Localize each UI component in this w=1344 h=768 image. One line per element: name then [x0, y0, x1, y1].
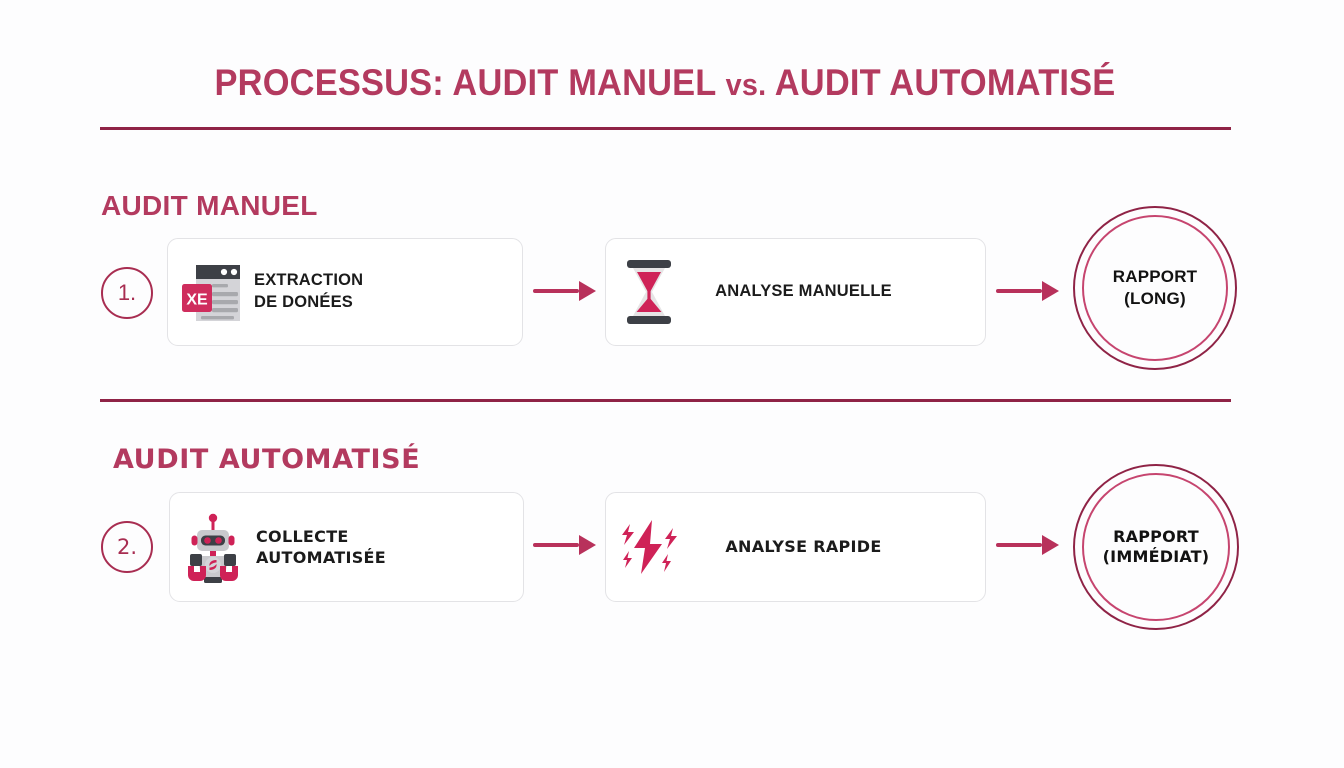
result-badge-rapport-long[interactable]: RAPPORT (LONG)	[1073, 206, 1237, 370]
step-card-extraction-label: EXTRACTION DE DONÉES	[254, 270, 363, 314]
arrow-right-icon-1	[533, 281, 596, 301]
step-label-line-1: COLLECTE	[256, 526, 349, 546]
step-number-badge-1: 1.	[101, 267, 153, 319]
arrow-right-icon-2	[996, 281, 1059, 301]
section-heading-automatise: AUDIT AUTOMATISÉ	[113, 444, 421, 475]
section-divider-rule	[100, 399, 1231, 402]
page-title-part-1: PROCESSUS: AUDIT MANUEL	[214, 62, 716, 103]
arrow-shaft	[533, 289, 579, 293]
process-row-manual: 1. XE EXTRACTION DE DONÉES	[0, 206, 1344, 370]
page-title-text: PROCESSUS: AUDIT MANUEL vs. AUDIT AUTOMA…	[140, 62, 1191, 105]
arrow-right-icon-3	[533, 535, 596, 555]
step-label-line-1: EXTRACTION	[254, 271, 364, 290]
step-card-analyse-manuelle[interactable]: ANALYSE MANUELLE	[605, 238, 986, 346]
hourglass-icon	[606, 239, 692, 345]
result-line-1: RAPPORT	[1113, 526, 1199, 546]
step-card-extraction[interactable]: XE EXTRACTION DE DONÉES	[167, 238, 523, 346]
step-card-analyse-rapide[interactable]: ANALYSE RAPIDE	[605, 492, 986, 602]
arrow-shaft	[533, 543, 579, 547]
process-row-automatise: 2.	[0, 464, 1344, 630]
page-title-part-2: AUDIT AUTOMATISÉ	[774, 62, 1116, 103]
page-title-vs: vs.	[725, 67, 767, 102]
result-line-2: (IMMÉDIAT)	[1102, 547, 1210, 566]
result-line-2: (LONG)	[1124, 289, 1186, 308]
result-badge-text: RAPPORT (IMMÉDIAT)	[1103, 527, 1210, 568]
arrow-shaft	[996, 289, 1042, 293]
arrow-head	[1042, 281, 1059, 301]
page-title: PROCESSUS: AUDIT MANUEL vs. AUDIT AUTOMA…	[100, 62, 1230, 105]
arrow-head	[579, 535, 596, 555]
step-label-line-2: DE DONÉES	[254, 293, 353, 311]
step-label-line-2: AUTOMATISÉE	[256, 548, 387, 567]
arrow-shaft	[996, 543, 1042, 547]
arrow-head	[1042, 535, 1059, 555]
step-number-badge-2: 2.	[101, 521, 153, 573]
step-card-analyse-rapide-label: ANALYSE RAPIDE	[725, 537, 882, 557]
step-card-collecte-label: COLLECTE AUTOMATISÉE	[256, 526, 386, 569]
lightning-bolt-icon	[606, 493, 692, 601]
result-line-1: RAPPORT	[1112, 267, 1198, 287]
step-card-collecte[interactable]: COLLECTE AUTOMATISÉE	[169, 492, 524, 602]
arrow-right-icon-4	[996, 535, 1059, 555]
result-badge-rapport-immediat[interactable]: RAPPORT (IMMÉDIAT)	[1073, 464, 1239, 630]
robot-icon	[170, 493, 256, 601]
result-badge-text: RAPPORT (LONG)	[1113, 266, 1198, 310]
step-card-analyse-manuelle-label: ANALYSE MANUELLE	[715, 282, 892, 301]
section-heading-manual: AUDIT MANUEL	[101, 190, 318, 221]
spreadsheet-document-icon: XE	[168, 239, 254, 345]
arrow-head	[579, 281, 596, 301]
title-divider-rule	[100, 127, 1231, 130]
svg-text:XE: XE	[186, 292, 208, 309]
